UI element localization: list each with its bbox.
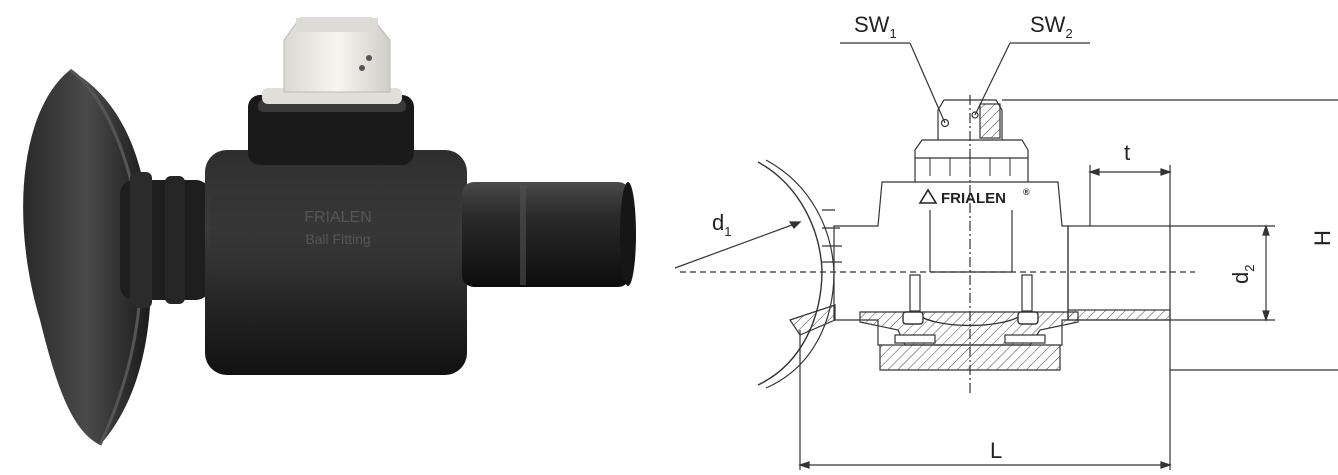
label-d1: d1 — [712, 210, 731, 239]
drawing-collar — [914, 139, 1029, 182]
label-h: H — [1310, 230, 1335, 246]
product-photo: FRIALEN Ball Fitting — [23, 17, 636, 446]
photo-embossing-line1: FRIALEN — [304, 209, 372, 226]
label-d2: d2 — [1228, 265, 1257, 284]
label-sw2: SW2 — [1030, 12, 1073, 41]
technical-drawing — [674, 42, 1338, 470]
drawing-brand-label: FRIALEN ® — [918, 187, 1030, 207]
brand-registered: ® — [1023, 187, 1030, 197]
label-sw1: SW1 — [854, 12, 897, 41]
fitting-body — [205, 150, 467, 375]
top-collar — [248, 95, 414, 165]
saddle-shell — [23, 70, 151, 445]
photo-embossing-line2: Ball Fitting — [305, 231, 370, 247]
label-l: L — [990, 438, 1002, 463]
drawing-outlet-pipe — [1067, 225, 1171, 321]
brand-name: FRIALEN — [941, 190, 1006, 207]
brand-triangle-icon — [918, 188, 938, 204]
drawing-saddle — [757, 161, 823, 386]
label-t: t — [1124, 140, 1130, 165]
outlet-pipe — [462, 182, 630, 287]
